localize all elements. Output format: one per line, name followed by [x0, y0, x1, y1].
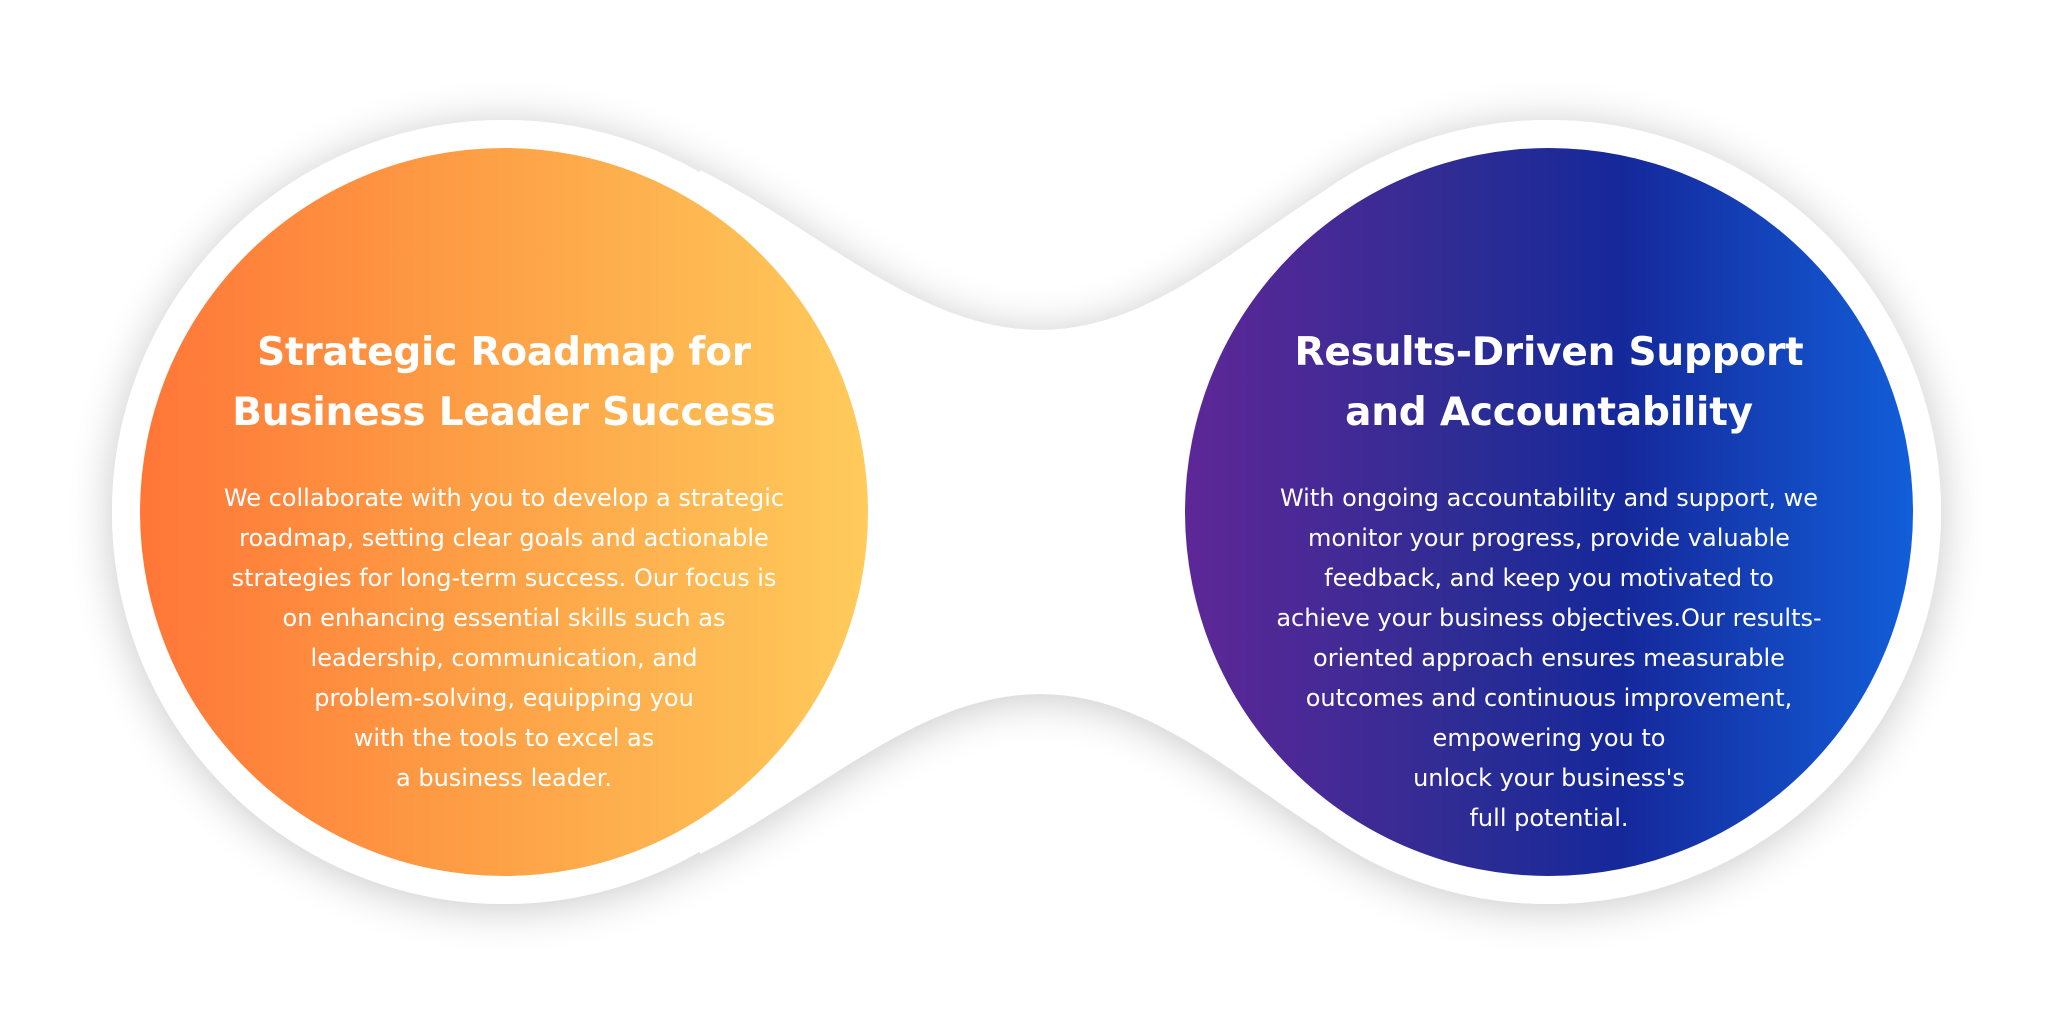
- roadmap-card: Strategic Roadmap for Business Leader Su…: [140, 148, 868, 876]
- support-description: With ongoing accountability and support,…: [1276, 484, 1822, 832]
- support-card: Results-Driven Support and Accountabilit…: [1185, 148, 1913, 876]
- roadmap-heading: Strategic Roadmap for Business Leader Su…: [232, 330, 776, 435]
- roadmap-description: We collaborate with you to develop a str…: [223, 484, 785, 792]
- support-heading: Results-Driven Support and Accountabilit…: [1294, 330, 1804, 435]
